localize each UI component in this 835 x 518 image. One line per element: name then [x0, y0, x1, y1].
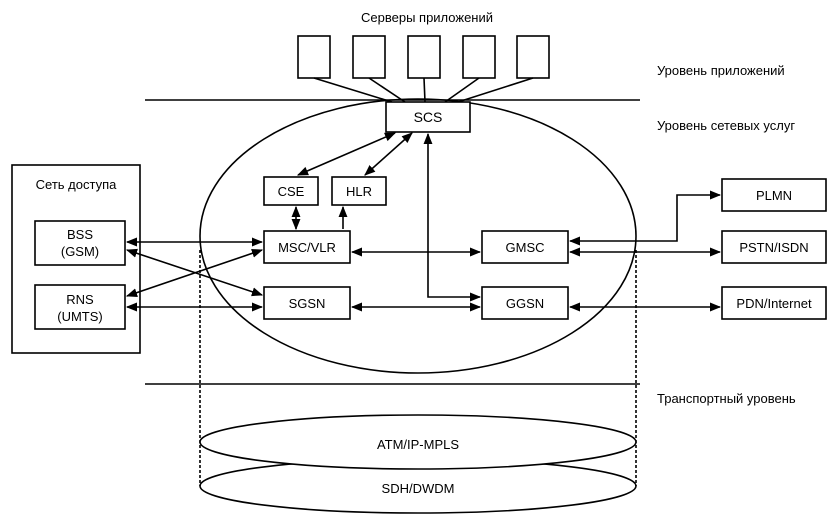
pdn-internet-label: PDN/Internet [736, 296, 812, 311]
rns-label: RNS [66, 292, 94, 307]
network-services-level-label: Уровень сетевых услуг [657, 118, 795, 133]
hlr-label: HLR [346, 184, 372, 199]
rns-node[interactable] [34, 284, 126, 330]
gmsc-plmn-link [568, 190, 722, 246]
app-server-5[interactable] [516, 35, 550, 79]
bss-label: BSS [67, 227, 93, 242]
server-links [313, 77, 534, 103]
app-server-4[interactable] [462, 35, 496, 79]
msc-vlr-label: MSC/VLR [278, 240, 336, 255]
scs-hlr-link [364, 132, 413, 176]
cse-node[interactable] [263, 176, 319, 206]
sgsn-node[interactable] [263, 286, 351, 320]
ggsn-node[interactable] [481, 286, 569, 320]
scs-cse-link [296, 132, 397, 176]
transport-level-label: Транспортный уровень [657, 391, 796, 406]
pstn-isdn-node[interactable] [721, 230, 827, 264]
hlr-node[interactable] [331, 176, 387, 206]
gmsc-node[interactable] [481, 230, 569, 264]
sgsn-label: SGSN [289, 296, 326, 311]
app-servers-title: Серверы приложений [361, 10, 493, 25]
plmn-label: PLMN [756, 188, 792, 203]
connections [125, 132, 722, 312]
scs-ggsn-link [423, 132, 482, 302]
gmsc-label: GMSC [506, 240, 545, 255]
pdn-internet-node[interactable] [721, 286, 827, 320]
app-server-3[interactable] [407, 35, 441, 79]
cse-label: CSE [278, 184, 305, 199]
atm-ip-mpls-label: ATM/IP-MPLS [377, 437, 459, 452]
plmn-node[interactable] [721, 178, 827, 212]
application-level-label: Уровень приложений [657, 63, 785, 78]
app-server-1[interactable] [297, 35, 331, 79]
app-server-2[interactable] [352, 35, 386, 79]
msc-vlr-node[interactable] [263, 230, 351, 264]
access-network-title: Сеть доступа [36, 177, 117, 192]
app-servers [297, 35, 550, 79]
sdh-dwdm-label: SDH/DWDM [382, 481, 455, 496]
pstn-isdn-label: PSTN/ISDN [739, 240, 808, 255]
scs-label: SCS [414, 109, 443, 125]
bss-sublabel: (GSM) [61, 244, 99, 259]
rns-sublabel: (UMTS) [57, 309, 103, 324]
scs-node[interactable] [385, 101, 471, 133]
atm-ip-mpls-layer [199, 414, 637, 470]
ggsn-label: GGSN [506, 296, 544, 311]
rns-msc-link [125, 249, 264, 297]
bss-node[interactable] [34, 220, 126, 266]
